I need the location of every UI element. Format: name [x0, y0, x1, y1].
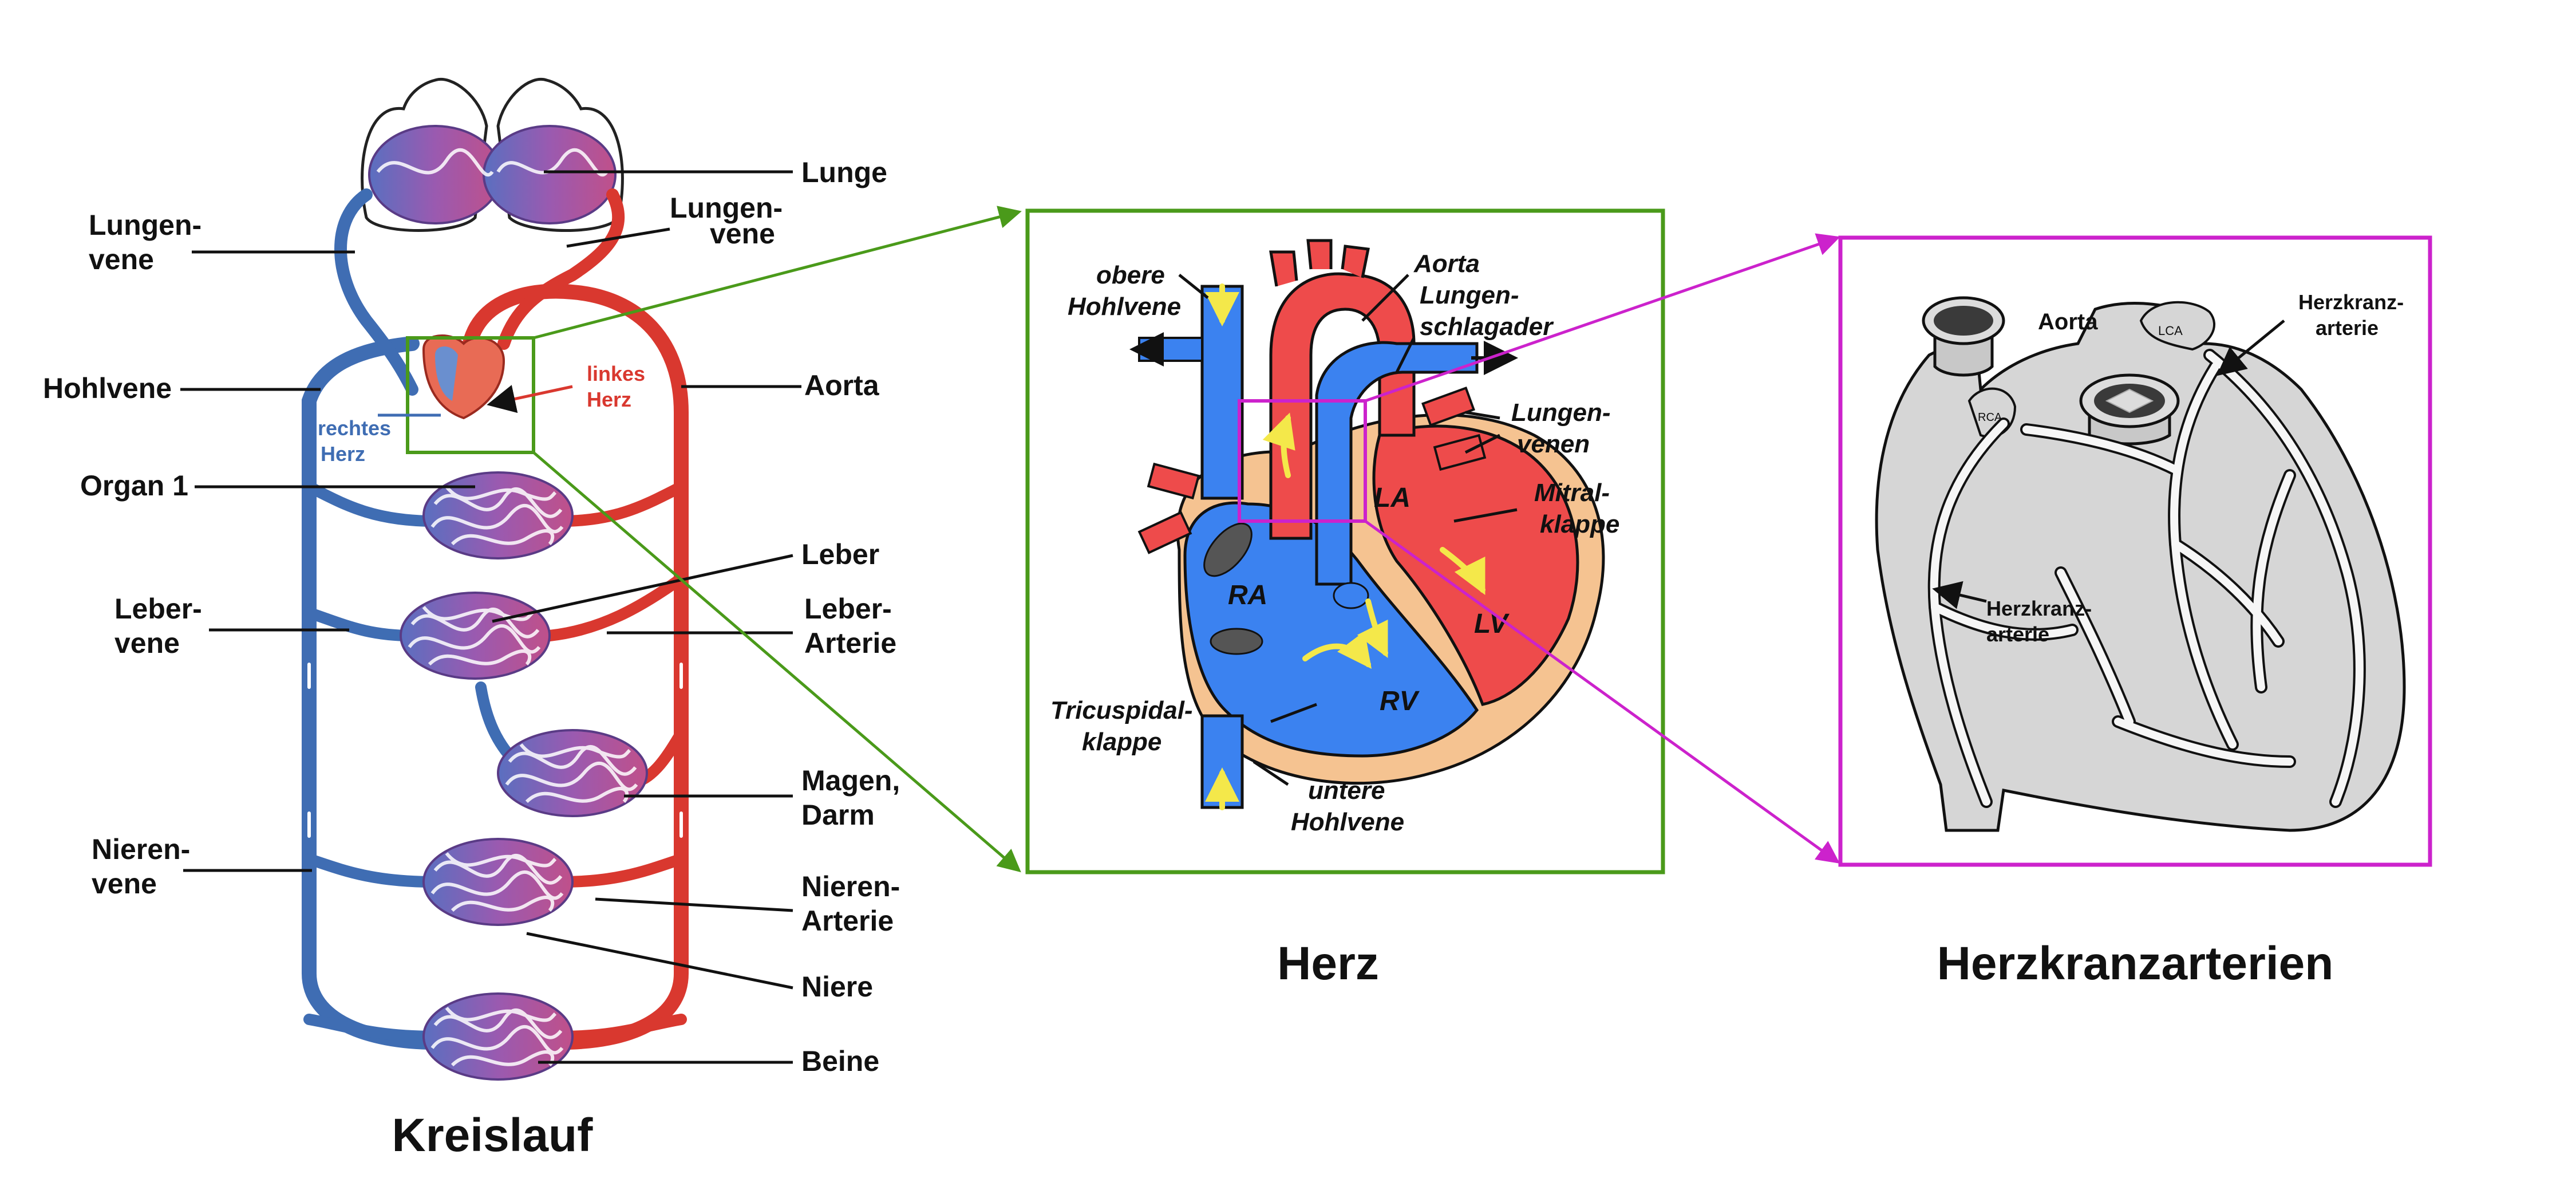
vein-branches	[303, 481, 521, 1042]
heart-right-side	[1183, 501, 1479, 758]
herz-label-obere-2: Hohlvene	[1068, 293, 1181, 321]
lung-vein-path	[334, 188, 418, 396]
label-rechtes-herz-2: Herz	[321, 442, 365, 466]
label-magen-2: Darm	[801, 799, 875, 831]
chamber-rv: RV	[1380, 686, 1420, 716]
label-linkes-herz-2: Herz	[587, 388, 631, 411]
coronary-pointer-mid	[1932, 581, 1987, 609]
label-leberarterie-1: Leber-	[804, 593, 892, 625]
chamber-la: LA	[1374, 483, 1411, 513]
herz-label-lungenschlagader-2: schlagader	[1420, 313, 1554, 341]
heart-aorta	[1269, 272, 1416, 540]
label-leberarterie-2: Arterie	[804, 627, 896, 659]
coronary-label-mid-1: Herzkranz-	[1986, 597, 2092, 620]
label-lungenvene-left-2: vene	[89, 243, 154, 275]
title-herzkranzarterien: Herzkranzarterien	[1937, 937, 2334, 990]
liver-capillary	[401, 593, 550, 679]
label-lebervene-1: Leber-	[114, 593, 202, 625]
chamber-ra: RA	[1228, 580, 1267, 610]
label-lungenvene-right-1: Lungen-	[670, 192, 783, 224]
heart-aorta-branches	[1269, 239, 1370, 287]
herz-label-untere-1: untere	[1308, 777, 1385, 805]
label-nierenvene-2: vene	[92, 868, 157, 900]
stomach-capillary	[498, 730, 647, 816]
label-nierenarterie-1: Nieren-	[801, 870, 900, 903]
herz-leaders	[1178, 274, 1518, 786]
heart-valve-2	[1210, 628, 1263, 655]
label-organ1: Organ 1	[80, 470, 188, 502]
zoom-lines-green	[532, 206, 1022, 873]
label-beine: Beine	[801, 1045, 879, 1077]
herz-label-lungenschlagader-1: Lungen-	[1420, 281, 1519, 309]
label-niere: Niere	[801, 971, 873, 1003]
label-lungenvene-left-1: Lungen-	[89, 209, 202, 241]
title-herz: Herz	[1277, 937, 1379, 990]
flow-arrows	[307, 663, 683, 838]
herz-label-aorta: Aorta	[1413, 250, 1480, 278]
kidney-capillary	[424, 839, 572, 925]
kreislauf-leaders	[180, 170, 801, 1064]
label-linkes-herz-1: linkes	[587, 362, 645, 385]
herz-label-mitral-1: Mitral-	[1534, 479, 1610, 507]
small-heart	[422, 334, 505, 420]
herz-label-tricuspidal-1: Tricuspidal-	[1050, 696, 1193, 724]
legs-capillary	[424, 994, 572, 1079]
herz-label-tricuspidal-2: klappe	[1082, 728, 1161, 756]
label-lunge: Lunge	[801, 156, 887, 188]
title-kreislauf: Kreislauf	[392, 1109, 594, 1161]
label-aorta: Aorta	[804, 369, 880, 401]
heart-valve-1	[1203, 522, 1253, 577]
label-rechtes-herz-1: rechtes	[318, 416, 391, 440]
kreislauf-panel: Lungen- vene Lunge Lungen- vene Hohlvene…	[43, 78, 900, 1161]
linkes-herz-pointer	[487, 385, 573, 413]
herz-label-untere-2: Hohlvene	[1291, 808, 1404, 836]
coronary-label-mid-2: arterie	[1986, 622, 2049, 646]
zoom-lines-magenta	[1364, 233, 1840, 864]
lung-artery-path	[497, 188, 625, 350]
coronary-panel: LCA RCA	[1838, 235, 2432, 990]
coronary-label-aorta: Aorta	[2038, 309, 2098, 334]
lca-atrium	[2139, 301, 2216, 351]
label-nierenarterie-2: Arterie	[801, 905, 894, 937]
herz-label-lungenvenen-2: venen	[1517, 430, 1590, 458]
heart-vena-cava	[1200, 285, 1244, 809]
coronary-zoom-box	[1238, 399, 1367, 523]
herz-label-lungenvenen-1: Lungen-	[1511, 399, 1611, 427]
heart-flow-arrows	[1205, 283, 1485, 810]
label-hohlvene: Hohlvene	[43, 372, 172, 404]
herz-panel: obere Hohlvene Aorta Lungen- schlagader …	[1025, 208, 1665, 990]
coronary-pointer-top	[2217, 320, 2285, 376]
heart-pulmonary-veins	[1137, 386, 1487, 554]
coronary-label-top-1: Herzkranz-	[2298, 290, 2404, 314]
label-nierenvene-1: Nieren-	[92, 833, 190, 865]
label-rca: RCA	[1978, 411, 2002, 424]
label-magen-1: Magen,	[801, 765, 900, 797]
label-leber: Leber	[801, 538, 879, 570]
label-lca: LCA	[2158, 324, 2183, 338]
label-lungenvene-right-2: vene	[710, 218, 775, 250]
herz-label-mitral-2: klappe	[1540, 510, 1619, 538]
lung-capillaries	[368, 125, 617, 224]
heart-vena-cava-branch	[1138, 337, 1203, 362]
coronary-aorta	[1922, 296, 2005, 377]
coronary-label-top-2: arterie	[2316, 316, 2379, 340]
label-lebervene-2: vene	[114, 627, 180, 659]
heart-valve-3	[1333, 582, 1369, 609]
herz-label-obere-1: obere	[1096, 261, 1165, 289]
coronary-pulmonary	[2079, 373, 2180, 446]
